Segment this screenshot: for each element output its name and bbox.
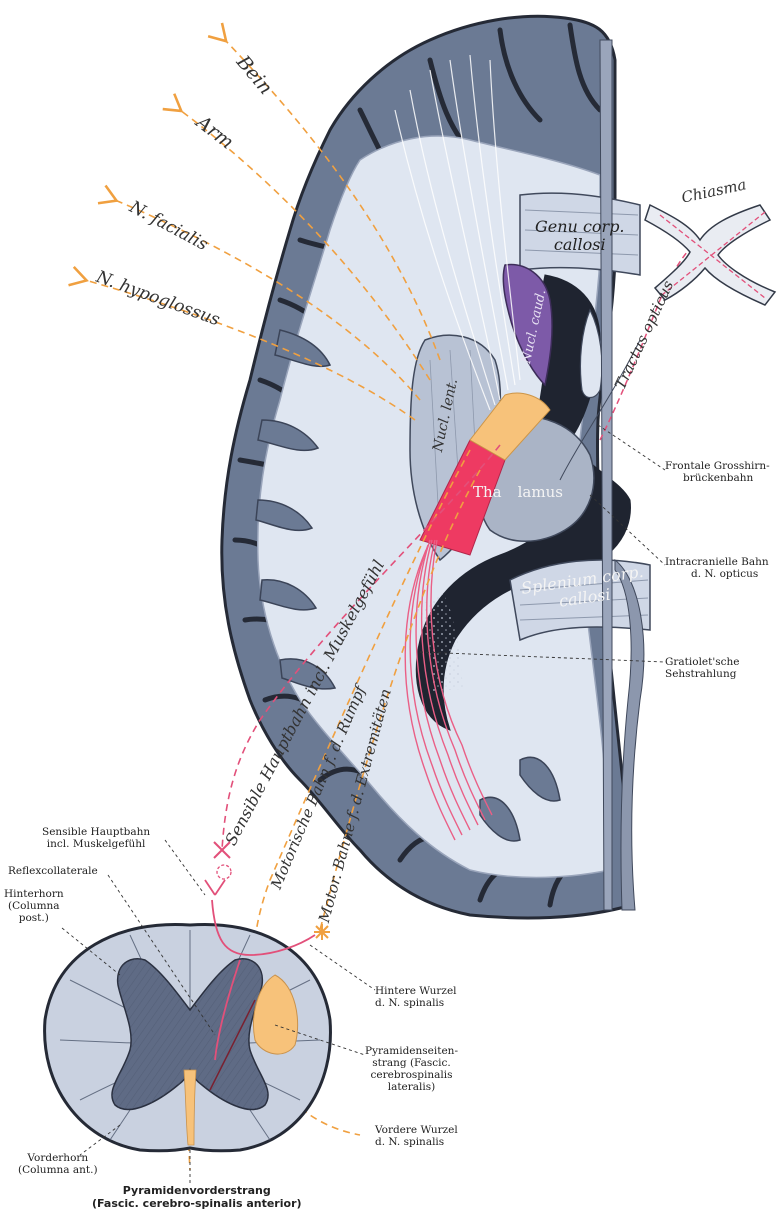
label-thalamus-part1: Tha xyxy=(473,483,502,501)
label-intracranielle: Intracranielle Bahn d. N. opticus xyxy=(665,556,769,580)
label-gratiolet: Gratiolet'sche Sehstrahlung xyxy=(665,656,740,680)
label-vorderhorn-line1: Vorderhorn xyxy=(18,1152,98,1164)
label-pyramidenseitenstrang: Pyramidenseiten- strang (Fascic. cerebro… xyxy=(365,1045,458,1093)
label-hintere-line2: d. N. spinalis xyxy=(375,997,457,1009)
label-hinterhorn-line1: Hinterhorn xyxy=(4,888,64,900)
label-vorderhorn: Vorderhorn (Columna ant.) xyxy=(18,1152,98,1176)
label-pyramiden-line3: cerebrospinalis xyxy=(365,1069,458,1081)
label-reflexcollaterale: Reflexcollaterale xyxy=(8,865,98,877)
label-vorderhorn-line2: (Columna ant.) xyxy=(18,1164,98,1176)
label-gratiolet-line1: Gratiolet'sche xyxy=(665,656,740,668)
label-intracranielle-line1: Intracranielle Bahn xyxy=(665,556,769,568)
label-thalamus-part2: lamus xyxy=(518,483,563,501)
motor-neuron-marker xyxy=(314,924,330,940)
label-genu: Genu corp. callosi xyxy=(535,218,625,255)
label-pyramidenvorderstrang: Pyramidenvorderstrang (Fascic. cerebro-s… xyxy=(92,1185,302,1210)
label-gratiolet-line2: Sehstrahlung xyxy=(665,668,740,680)
label-sensible-line1: Sensible Hauptbahn xyxy=(42,826,150,838)
label-vordere-line2: d. N. spinalis xyxy=(375,1136,458,1148)
label-genu-line2: callosi xyxy=(535,236,625,254)
label-frontale-line2: brückenbahn xyxy=(665,472,770,484)
sensory-neuron-marker xyxy=(214,842,231,879)
label-vordere-wurzel: Vordere Wurzel d. N. spinalis xyxy=(375,1124,458,1148)
label-pyramiden-line1: Pyramidenseiten- xyxy=(365,1045,458,1057)
label-pyramidenvorder-line2: (Fascic. cerebro-spinalis anterior) xyxy=(92,1198,302,1211)
label-hinterhorn: Hinterhorn (Columna post.) xyxy=(4,888,64,924)
label-intracranielle-line2: d. N. opticus xyxy=(665,568,769,580)
label-frontale: Frontale Grosshirn- brückenbahn xyxy=(665,460,770,484)
label-sensible-hauptbahn: Sensible Hauptbahn incl. Muskelgefühl xyxy=(42,826,150,850)
label-hintere-line1: Hintere Wurzel xyxy=(375,985,457,997)
label-pyramidenvorder-line1: Pyramidenvorderstrang xyxy=(92,1185,302,1198)
label-pyramiden-line2: strang (Fascic. xyxy=(365,1057,458,1069)
label-genu-line1: Genu corp. xyxy=(535,218,625,236)
label-hintere-wurzel: Hintere Wurzel d. N. spinalis xyxy=(375,985,457,1009)
label-thalamus: Tha lamus xyxy=(473,484,563,501)
label-pyramiden-line4: lateralis) xyxy=(365,1081,458,1093)
label-frontale-line1: Frontale Grosshirn- xyxy=(665,460,770,472)
label-hinterhorn-line3: post.) xyxy=(4,912,64,924)
spinal-cord-section xyxy=(45,880,331,1151)
label-sensible-line2: incl. Muskelgefühl xyxy=(42,838,150,850)
label-vordere-line1: Vordere Wurzel xyxy=(375,1124,458,1136)
label-hinterhorn-line2: (Columna xyxy=(4,900,64,912)
